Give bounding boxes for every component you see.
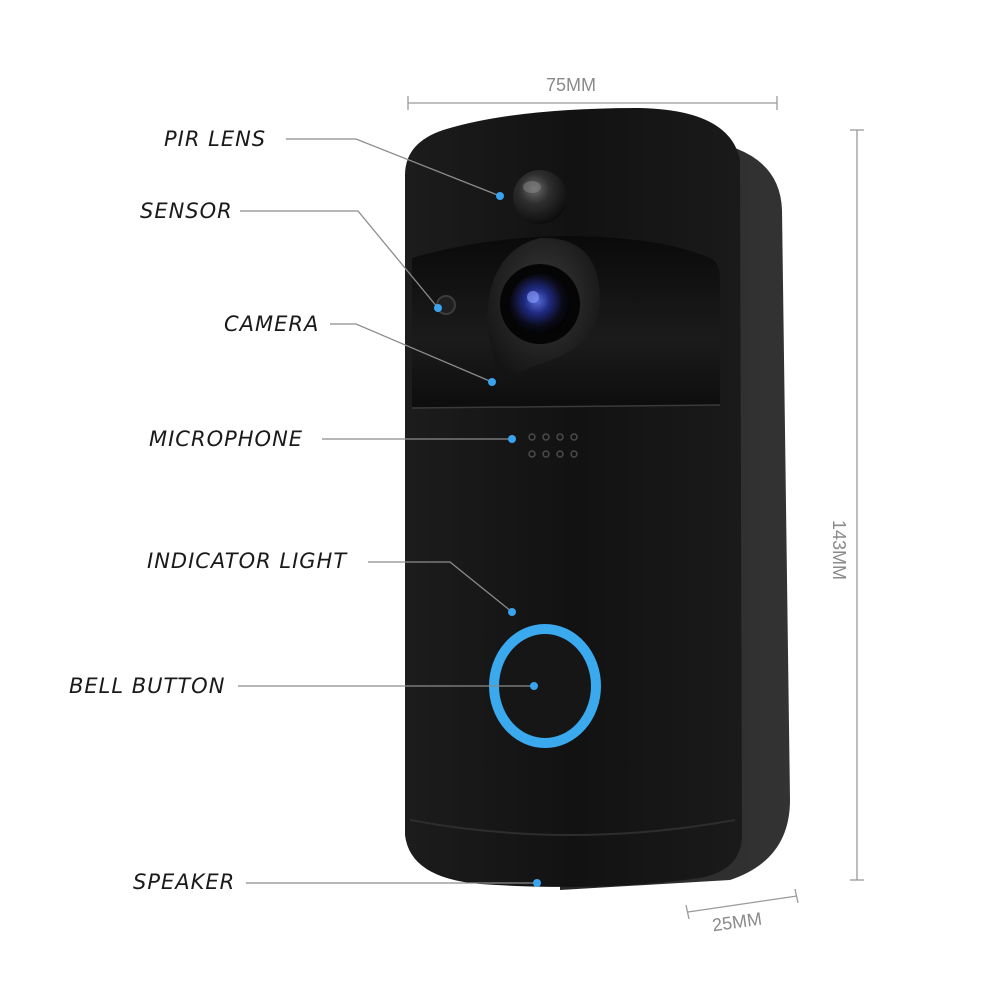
label-bell-button: BELL BUTTON <box>69 674 226 698</box>
pir-lens-dot <box>496 192 504 200</box>
speaker-dot <box>533 879 541 887</box>
label-pir-lens: PIR LENS <box>164 127 267 151</box>
bell-button-dot <box>530 682 538 690</box>
label-microphone: MICROPHONE <box>149 427 304 451</box>
sensor-callout-dot <box>434 304 442 312</box>
camera-dot <box>488 378 496 386</box>
dimension-width: 75MM <box>546 75 597 95</box>
leader-lines <box>238 138 537 884</box>
dimension-lines <box>407 96 864 920</box>
callout-dots <box>434 192 541 887</box>
pir-lens-dome <box>513 170 567 224</box>
label-indicator-light: INDICATOR LIGHT <box>147 549 348 573</box>
doorbell-body <box>405 108 742 887</box>
microphone-holes <box>528 433 578 458</box>
microphone-dot <box>508 435 516 443</box>
label-speaker: SPEAKER <box>133 870 236 894</box>
label-sensor: SENSOR <box>140 199 233 223</box>
label-camera: CAMERA <box>224 312 320 336</box>
indicator-light-dot <box>508 608 516 616</box>
dimension-height: 143MM <box>829 520 849 581</box>
